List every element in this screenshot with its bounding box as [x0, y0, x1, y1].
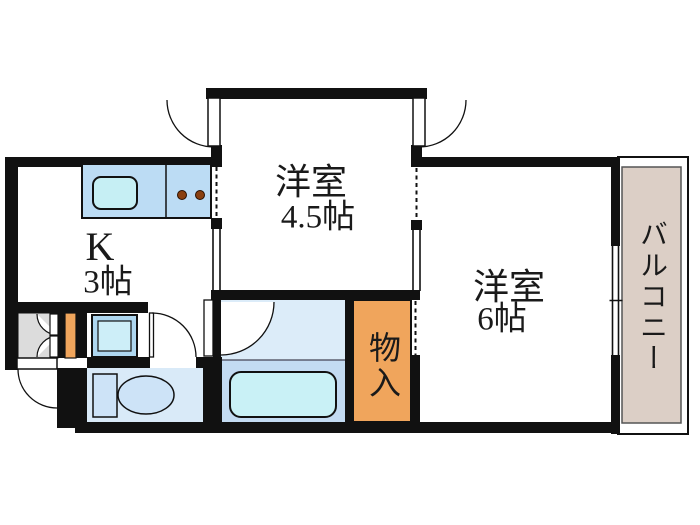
kitchen-size-label: 3帖 [83, 264, 133, 301]
wall-storage-right [411, 355, 420, 428]
room6-label: 洋室 [472, 267, 546, 307]
washer-space [91, 314, 138, 358]
balcony-floor [621, 166, 682, 424]
storage-closet [352, 299, 412, 423]
shoe-cabinet [64, 312, 77, 359]
wall-segment [411, 220, 422, 230]
balcony-label: バルコニー [636, 219, 667, 375]
wall-bath-left-upper [213, 300, 221, 357]
wall-room45-top [206, 88, 427, 99]
stove-burner [177, 190, 187, 200]
wall-segment [411, 145, 422, 167]
entrance-door-leaf [16, 357, 58, 370]
wall-outer-bottom [75, 422, 620, 433]
wall-bath-left-lower [203, 357, 222, 428]
wall-kitchen-top [5, 157, 222, 167]
toilet-tank [92, 373, 118, 418]
wall-storage-left [345, 290, 353, 422]
room6-size-label: 6帖 [477, 301, 527, 338]
wall-segment [211, 218, 222, 229]
bathtub [229, 371, 337, 418]
door-swing-arc [166, 99, 215, 148]
doors [16, 97, 467, 409]
balcony [617, 156, 689, 435]
kitchen-sink [92, 176, 138, 210]
door-swing-arc [418, 99, 467, 148]
entrance-door-arc [17, 368, 58, 409]
closet-door-leaf [49, 335, 59, 358]
toilet [92, 373, 175, 418]
wall-toilet-top-left [87, 357, 150, 368]
bathroom-door-arc [220, 301, 275, 356]
bathroom-door-swing [221, 302, 274, 355]
toilet-door-leaf [148, 312, 155, 358]
toilet-bowl [117, 375, 175, 415]
wall-entry-divider-left [58, 313, 65, 358]
wall-bath-top [211, 290, 420, 300]
bathroom-door-leaf [203, 299, 214, 357]
wall-room6-top [411, 157, 620, 167]
wall-entry-block [57, 368, 87, 428]
balcony-outer-rail [617, 156, 689, 435]
openings [212, 167, 623, 355]
washing-machine [97, 320, 132, 352]
door-leaf [207, 97, 221, 147]
wall-entry-divider-right [76, 313, 87, 358]
toilet-door-arc [151, 312, 197, 358]
kitchen-unit [81, 163, 212, 219]
wall-kitchen-bottom [5, 302, 148, 313]
room45-size-label: 4.5帖 [280, 199, 356, 236]
wall-room6-right-upper [611, 157, 620, 246]
door-leaf [412, 97, 426, 147]
room45-label: 洋室 [274, 162, 348, 202]
wall-toilet-top-right [196, 357, 222, 368]
walls [5, 88, 620, 434]
wall-segment [211, 145, 222, 167]
wall-outer-left [5, 157, 18, 370]
stove-burner [195, 190, 205, 200]
storage-label: 物入 [365, 331, 401, 401]
wall-room6-right-lower [611, 355, 620, 434]
closet-door-leaf [49, 313, 59, 336]
kitchen-label: K [85, 224, 115, 269]
